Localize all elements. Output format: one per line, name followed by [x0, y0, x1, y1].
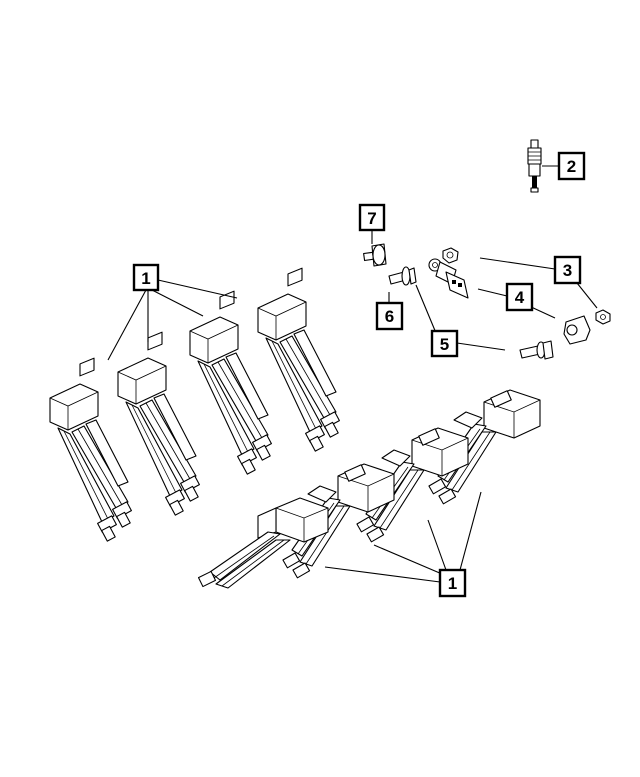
spark-plug: [527, 139, 542, 193]
svg-text:7: 7: [367, 209, 376, 228]
svg-text:1: 1: [448, 574, 457, 593]
svg-text:1: 1: [141, 269, 150, 288]
leader-lines: [107, 165, 598, 583]
svg-text:3: 3: [563, 261, 572, 280]
svg-text:4: 4: [515, 288, 525, 307]
stud-6: [388, 266, 417, 286]
svg-text:5: 5: [440, 335, 449, 354]
sensor-block: [563, 315, 591, 345]
callout-7: 7: [358, 203, 386, 232]
callout-3: 3: [553, 255, 582, 285]
callout-1-lower: 1: [438, 568, 467, 598]
nut-upper: [442, 247, 459, 264]
nut-3: [595, 309, 611, 325]
sensor-bracket: [428, 258, 469, 299]
callout-4: 4: [505, 282, 534, 312]
callout-5: 5: [430, 329, 459, 358]
bolt-7: [363, 243, 387, 267]
callout-1-upper: 1: [132, 263, 160, 292]
bolt-5: [519, 340, 554, 360]
callout-2: 2: [557, 151, 586, 181]
svg-text:6: 6: [385, 307, 394, 326]
svg-text:2: 2: [567, 157, 576, 176]
callout-6: 6: [375, 301, 404, 331]
